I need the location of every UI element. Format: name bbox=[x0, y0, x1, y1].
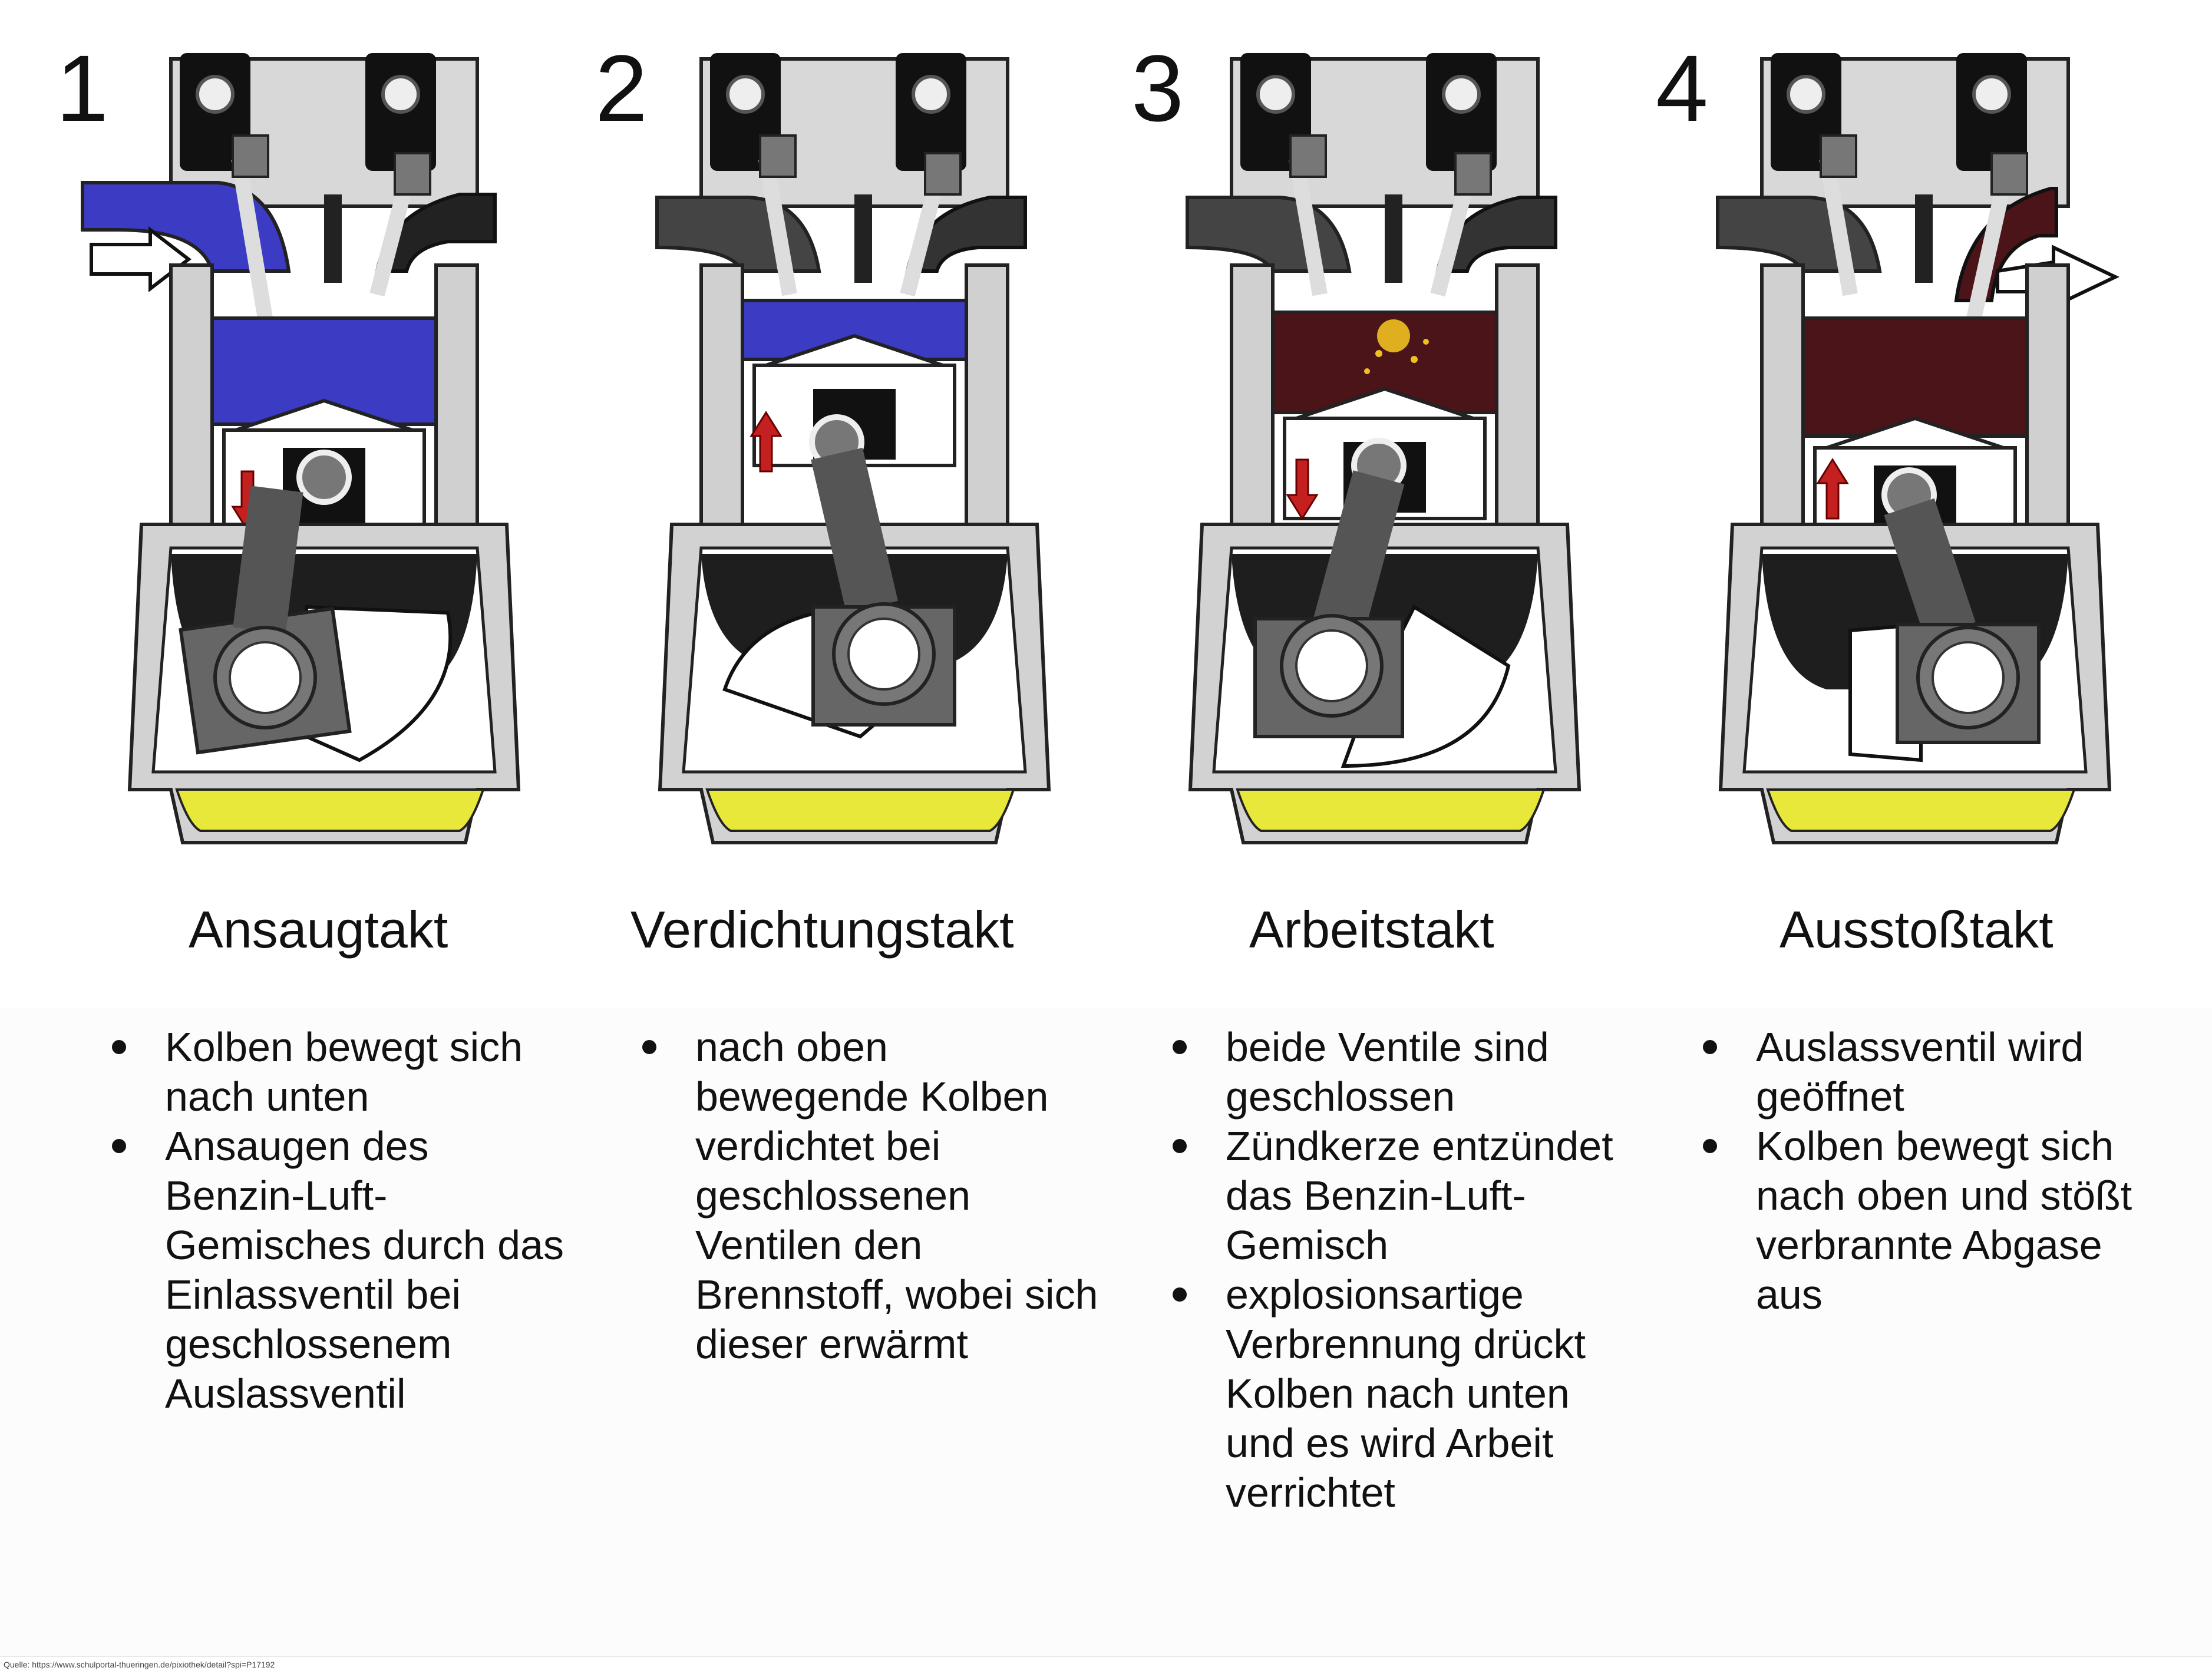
stroke-number: 4 bbox=[1656, 35, 1708, 141]
engine-cross-section bbox=[1716, 53, 2119, 844]
bullet-item: Kolben bewegt sich nach unten bbox=[100, 1022, 572, 1121]
intake-channel bbox=[1186, 196, 1352, 273]
connecting-rod bbox=[233, 486, 303, 634]
piston-direction-arrow bbox=[750, 411, 783, 473]
bullet-list: nach oben bewegende Kolben verdichtet be… bbox=[630, 1022, 1102, 1369]
engine-cross-section bbox=[1186, 53, 1582, 844]
intake-valve-stem bbox=[231, 157, 273, 320]
spark-plug bbox=[854, 194, 872, 283]
stroke-number: 2 bbox=[595, 35, 648, 141]
bullet-item: Auslassventil wird geöffnet bbox=[1691, 1022, 2163, 1121]
stroke-2: 2 Verdichtungstakt nach oben bewegende K bbox=[530, 0, 1098, 1650]
bullet-item: Ansaugen des Benzin-Luft-Gemisches durch… bbox=[100, 1121, 572, 1418]
bullet-item: explosionsartige Verbrennung drückt Kolb… bbox=[1161, 1270, 1632, 1517]
stroke-title: Ansaugtakt bbox=[189, 900, 448, 959]
stroke-number: 3 bbox=[1131, 35, 1184, 141]
stroke-3: 3 Arbeitstakt beide Venti bbox=[1061, 0, 1613, 1650]
spark-plug bbox=[1385, 194, 1402, 283]
engine-cross-section bbox=[655, 53, 1051, 844]
text-panel-background bbox=[0, 1008, 2212, 1656]
stroke-title: Ausstoßtakt bbox=[1779, 900, 2053, 959]
bullet-item: Kolben bewegt sich nach oben und stößt v… bbox=[1691, 1121, 2163, 1319]
stroke-4: 4 Ausstoßtakt Auslassventil wird ge bbox=[1591, 0, 2132, 1650]
stroke-1: 1 bbox=[0, 0, 564, 1650]
piston-direction-arrow bbox=[1286, 458, 1319, 520]
bullet-item: Zündkerze entzündet das Benzin-Luft-Gemi… bbox=[1161, 1121, 1632, 1270]
intake-channel bbox=[1716, 196, 1882, 273]
stroke-title: Arbeitstakt bbox=[1249, 900, 1494, 959]
spark-plug bbox=[324, 194, 342, 283]
connecting-rod bbox=[811, 447, 898, 613]
connecting-rod bbox=[1884, 498, 1976, 639]
oil-sump bbox=[705, 788, 1015, 832]
footer-divider bbox=[0, 1656, 2212, 1657]
bullet-list: Kolben bewegt sich nach unten Ansaugen d… bbox=[100, 1022, 572, 1418]
oil-sump bbox=[1236, 788, 1546, 832]
intake-channel bbox=[655, 196, 821, 273]
connecting-rod bbox=[1312, 470, 1405, 638]
intake-cam bbox=[196, 75, 235, 114]
combustion-chamber bbox=[1801, 316, 2029, 438]
spark-plug bbox=[1915, 194, 1933, 283]
oil-sump bbox=[175, 788, 485, 832]
oil-sump bbox=[1766, 788, 2076, 832]
bullet-item: nach oben bewegende Kolben verdichtet be… bbox=[630, 1022, 1102, 1369]
source-credit: Quelle: https://www.schulportal-thuering… bbox=[4, 1660, 275, 1669]
exhaust-cam bbox=[381, 75, 420, 114]
stroke-number: 1 bbox=[56, 35, 108, 141]
bullet-list: Auslassventil wird geöffnet Kolben beweg… bbox=[1691, 1022, 2163, 1319]
bullet-list: beide Ventile sind geschlossen Zündkerze… bbox=[1161, 1022, 1632, 1517]
piston-direction-arrow bbox=[1816, 458, 1849, 520]
ignition-spark bbox=[1377, 319, 1410, 352]
engine-cross-section bbox=[81, 53, 521, 844]
stroke-title: Verdichtungstakt bbox=[630, 900, 1014, 959]
bullet-item: beide Ventile sind geschlossen bbox=[1161, 1022, 1632, 1121]
